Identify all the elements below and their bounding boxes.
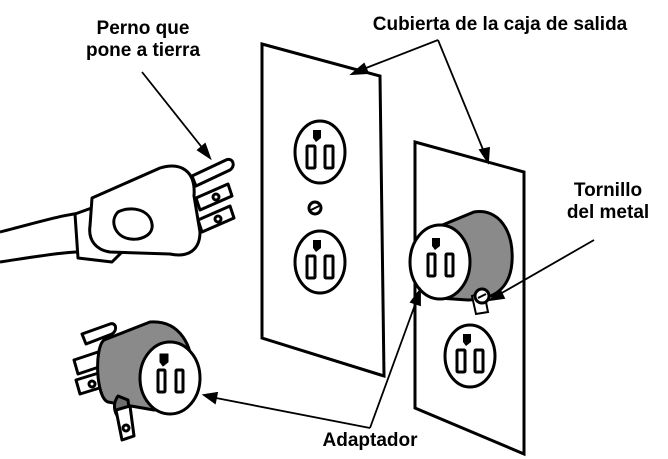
- adapter-label: Adaptador: [300, 430, 440, 452]
- outlet-cover-label-text: Cubierta de la caja de salida: [372, 14, 628, 35]
- screw-icon: [473, 287, 491, 305]
- cover-screw-icon: [307, 200, 323, 216]
- grounding-pin-label: Perno que pone a tierra: [68, 18, 218, 62]
- grounded-plug-icon: [0, 157, 236, 264]
- metal-screw-label: Tornillo del metal: [552, 180, 664, 224]
- left-outlet-cover: [260, 42, 386, 379]
- metal-screw-label-line-1: Tornillo: [573, 180, 643, 201]
- grounding-pin-label-line-2: pone a tierra: [85, 40, 201, 61]
- grounding-pin-label-line-1: Perno que: [96, 18, 190, 39]
- metal-screw-label-line-2: del metal: [566, 202, 650, 223]
- leader-lines: [141, 39, 595, 429]
- adapter-icon: [72, 320, 202, 442]
- plugged-adapter-icon: [408, 210, 514, 316]
- outlet-cover-label: Cubierta de la caja de salida: [335, 14, 665, 36]
- adapter-label-text: Adaptador: [322, 430, 418, 451]
